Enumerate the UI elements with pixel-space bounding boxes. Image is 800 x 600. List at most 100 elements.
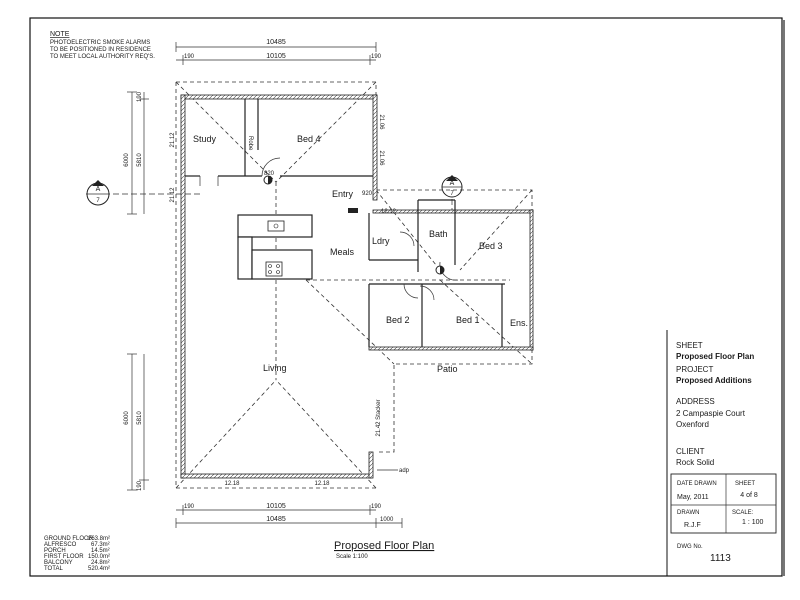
room-bath: Bath	[429, 229, 448, 239]
room-bed3: Bed 3	[479, 241, 503, 251]
tb-dwg-label: DWG No.	[677, 544, 703, 550]
area-label-5: TOTAL	[44, 566, 63, 572]
smoke-alarm-icon-2	[435, 265, 445, 275]
tb-sheetno-label: SHEET	[735, 481, 755, 487]
note-line-3: TO MEET LOCAL AUTHORITY REQ'S.	[50, 54, 155, 60]
area-value-5: 520.4m²	[88, 566, 110, 572]
section-marker-left-letter: A	[96, 186, 101, 193]
tb-sheetno-value: 4 of 8	[740, 492, 758, 499]
dim-left-bottom: 190	[137, 480, 143, 491]
stacker-label: 21.42 Stacker	[376, 399, 382, 436]
room-bed2: Bed 2	[386, 315, 410, 325]
wall-length-d: 21.06	[378, 150, 384, 166]
dim-bottom-inner: 10105	[266, 503, 286, 510]
tb-address-label: ADDRESS	[676, 397, 715, 406]
tb-dwg-value: 1113	[710, 553, 731, 564]
area-value-1: 67.3m²	[91, 542, 110, 548]
room-ldry: Ldry	[372, 236, 390, 246]
area-label-0: GROUND FLOOR	[44, 536, 94, 542]
area-schedule: GROUND FLOOR 263.8m² ALFRESCO 67.3m² POR…	[44, 536, 110, 572]
dim-top-left: 190	[184, 54, 195, 60]
section-marker-left: A 7	[86, 180, 200, 206]
wall-length-e: 12.12	[381, 209, 397, 215]
tb-sheet-value: Proposed Floor Plan	[676, 352, 754, 361]
note-line-2: TO BE POSITIONED IN RESIDENCE	[50, 47, 151, 53]
area-value-2: 14.5m²	[91, 548, 110, 554]
dim-left-upper-outer: 6000	[124, 153, 130, 167]
roof-lines	[175, 81, 533, 489]
room-entry: Entry	[332, 189, 354, 199]
internal-walls	[185, 99, 505, 347]
bottom-wall-left: 12.18	[224, 481, 240, 487]
wall-length-c: 21.06	[378, 114, 384, 130]
entry-door-pillar	[348, 208, 358, 213]
area-label-3: FIRST FLOOR	[44, 554, 84, 560]
door-entry-dim: 920	[362, 191, 373, 197]
tb-date-value: May, 2011	[677, 494, 709, 501]
tb-sheet-label: SHEET	[676, 341, 703, 350]
sheet-border	[29, 17, 783, 577]
room-study: Study	[193, 134, 217, 144]
area-label-4: BALCONY	[44, 560, 73, 566]
tb-drawn-value: R.J.F	[684, 522, 701, 529]
tb-project-value: Proposed Additions	[676, 376, 752, 385]
area-label-2: PORCH	[44, 548, 66, 554]
tb-drawn-label: DRAWN	[677, 510, 699, 516]
room-labels: Study Robe Bed 4 Entry Meals Ldry Bath B…	[193, 134, 528, 374]
dim-left-upper-inner: 5810	[137, 153, 143, 167]
dim-bottom-ext: 1000	[380, 517, 394, 523]
section-marker-right-num: 7	[450, 191, 454, 197]
wall-length-a: 21.12	[170, 132, 176, 148]
room-robe: Robe	[247, 136, 253, 151]
tb-address-line2: Oxenford	[676, 420, 709, 429]
dim-bottom-right: 190	[371, 504, 382, 510]
tb-client-value: Rock Solid	[676, 458, 714, 467]
bottom-wall-right: 12.18	[314, 481, 330, 487]
external-walls	[180, 94, 534, 479]
title-block: SHEET Proposed Floor Plan PROJECT Propos…	[670, 341, 777, 564]
bottom-dimensions: 190 10105 190 10485 1000	[175, 503, 403, 528]
room-patio: Patio	[437, 364, 458, 374]
drawing-title: Proposed Floor Plan	[334, 540, 434, 552]
tb-info-box	[670, 473, 777, 534]
tb-project-label: PROJECT	[676, 365, 713, 374]
dim-top-right: 190	[371, 54, 382, 60]
smoke-alarm-note: NOTE PHOTOELECTRIC SMOKE ALARMS TO BE PO…	[50, 31, 155, 60]
left-dimensions: 6000 5810 190 6000 5810 190	[124, 91, 149, 491]
area-value-3: 150.0m²	[88, 554, 110, 560]
room-ens: Ens.	[510, 318, 528, 328]
wall-length-b: 21.12	[170, 187, 176, 203]
note-line-1: PHOTOELECTRIC SMOKE ALARMS	[50, 40, 150, 46]
adp-label: adp	[399, 468, 410, 474]
dim-top-overall: 10485	[266, 39, 286, 46]
area-value-4: 24.8m²	[91, 560, 110, 566]
kitchen	[237, 214, 313, 280]
section-marker-right-letter: A	[450, 180, 455, 187]
dim-left-lower-outer: 6000	[124, 411, 130, 425]
dim-left-top: 190	[137, 91, 143, 102]
section-marker-left-num: 7	[96, 198, 100, 204]
tb-address-line1: 2 Campaspie Court	[676, 409, 746, 418]
door-bed4-dim: 820	[264, 171, 275, 177]
drawing-title-block: Proposed Floor Plan Scale 1:100	[334, 540, 434, 560]
room-bed1: Bed 1	[456, 315, 480, 325]
smoke-alarm-icon-1	[263, 175, 273, 185]
dim-left-lower-inner: 5810	[137, 411, 143, 425]
room-bed4: Bed 4	[297, 134, 321, 144]
tb-scale-value: 1 : 100	[742, 519, 764, 526]
room-living: Living	[263, 363, 287, 373]
drawing-scale: Scale 1:100	[336, 554, 368, 560]
note-heading: NOTE	[50, 31, 70, 38]
tb-scale-label: SCALE:	[732, 510, 754, 516]
top-dimensions: 10485 190 10105 190	[175, 39, 382, 65]
dim-bottom-overall: 10485	[266, 516, 286, 523]
dim-bottom-left: 190	[184, 504, 195, 510]
section-marker-right: A 7	[441, 175, 463, 210]
dim-top-inner: 10105	[266, 53, 286, 60]
plan-annotations: 820 920 21.12 21.12 21.06 21.06 12.12 12…	[170, 114, 410, 487]
room-meals: Meals	[330, 247, 355, 257]
tb-date-label: DATE DRAWN	[677, 481, 717, 487]
area-label-1: ALFRESCO	[44, 542, 77, 548]
tb-client-label: CLIENT	[676, 447, 705, 456]
